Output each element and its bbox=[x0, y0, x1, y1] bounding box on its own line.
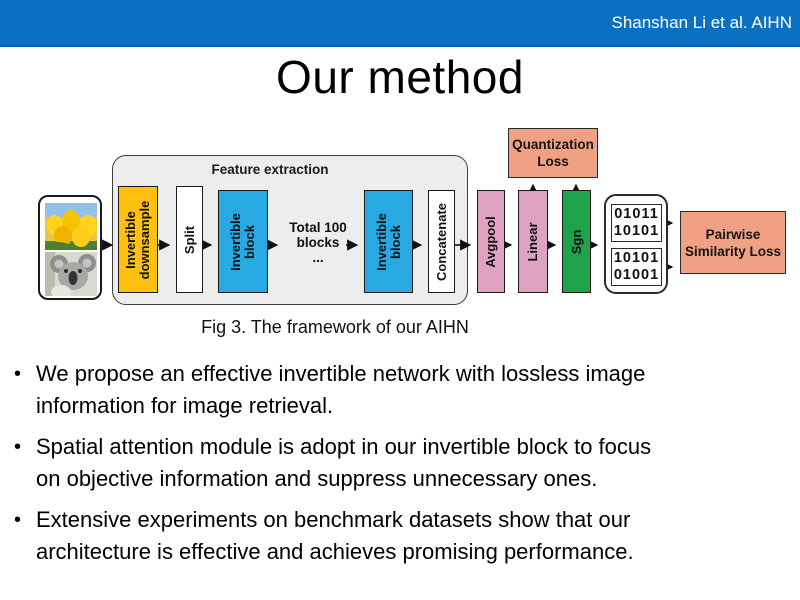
koala-image bbox=[45, 252, 97, 296]
bullet-item-1: We propose an effective invertible netwo… bbox=[14, 358, 800, 422]
hash-code-top: 01011 10101 bbox=[611, 204, 662, 242]
avgpool-label: Avgpool bbox=[483, 215, 498, 268]
invertible-downsample-block: Invertible downsample bbox=[118, 186, 158, 293]
tulips-image bbox=[45, 203, 97, 250]
bullet-item-2: Spatial attention module is adopt in our… bbox=[14, 431, 800, 495]
pairwise-similarity-loss-box: Pairwise Similarity Loss bbox=[680, 211, 786, 274]
concatenate-block: Concatenate bbox=[428, 190, 455, 293]
pairwise-loss-line1: Pairwise bbox=[705, 226, 761, 242]
invertible-block-1-label-line2: block bbox=[242, 224, 257, 259]
invertible-block-2: Invertible block bbox=[364, 190, 413, 293]
linear-label: Linear bbox=[525, 221, 540, 262]
sgn-block: Sgn bbox=[562, 190, 591, 293]
hash-code-bottom: 10101 01001 bbox=[611, 248, 662, 286]
figure-caption: Fig 3. The framework of our AIHN bbox=[201, 317, 469, 337]
quantization-loss-line1: Quantization bbox=[512, 137, 594, 152]
bullet-1-line-1: We propose an effective invertible netwo… bbox=[36, 361, 646, 386]
hash-code-top-line2: 10101 bbox=[613, 223, 660, 239]
quantization-loss-box: Quantization Loss bbox=[508, 128, 598, 178]
page-title: Our method bbox=[276, 51, 524, 103]
sgn-label: Sgn bbox=[568, 229, 584, 254]
invertible-downsample-label-line2: downsample bbox=[137, 200, 152, 279]
bullet-1-line-2: information for image retrieval. bbox=[36, 393, 334, 418]
split-label: Split bbox=[181, 225, 197, 254]
split-block: Split bbox=[176, 186, 203, 293]
invertible-block-1-label-line1: Invertible bbox=[228, 212, 243, 271]
total-blocks-note-line2: ... bbox=[312, 250, 324, 265]
concatenate-label: Concatenate bbox=[433, 202, 449, 281]
bullet-3-line-1: Extensive experiments on benchmark datas… bbox=[36, 507, 631, 532]
input-image-pair-box bbox=[38, 195, 102, 300]
bullet-2-line-1: Spatial attention module is adopt in our… bbox=[36, 434, 652, 459]
invertible-downsample-label-line1: Invertible bbox=[123, 210, 138, 269]
quantization-loss-line2: Loss bbox=[537, 154, 569, 169]
pairwise-loss-line2: Similarity Loss bbox=[684, 243, 782, 259]
hash-code-bottom-line1: 10101 bbox=[613, 250, 660, 266]
invertible-block-2-label-line1: Invertible bbox=[373, 212, 389, 271]
invertible-block-1: Invertible block bbox=[218, 190, 268, 293]
hash-code-bottom-line2: 01001 bbox=[613, 267, 660, 283]
bullet-list: We propose an effective invertible netwo… bbox=[12, 358, 800, 577]
avgpool-block: Avgpool bbox=[477, 190, 505, 293]
invertible-block-2-label-line2: block bbox=[387, 224, 403, 259]
total-blocks-note-line1: Total 100 blocks bbox=[289, 220, 347, 250]
linear-block: Linear bbox=[518, 190, 548, 293]
feature-extraction-label: Feature extraction bbox=[211, 162, 329, 177]
author-credit: Shanshan Li et al. AIHN bbox=[611, 12, 792, 32]
bullet-3-line-2: architecture is effective and achieves p… bbox=[36, 539, 634, 564]
total-blocks-note: Total 100 blocks ... bbox=[272, 220, 364, 265]
hash-code-top-line1: 01011 bbox=[614, 206, 659, 222]
bullet-2-line-2: on objective information and suppress un… bbox=[36, 466, 598, 491]
header-bar: Shanshan Li et al. AIHN bbox=[0, 0, 800, 47]
bullet-item-3: Extensive experiments on benchmark datas… bbox=[14, 504, 800, 568]
